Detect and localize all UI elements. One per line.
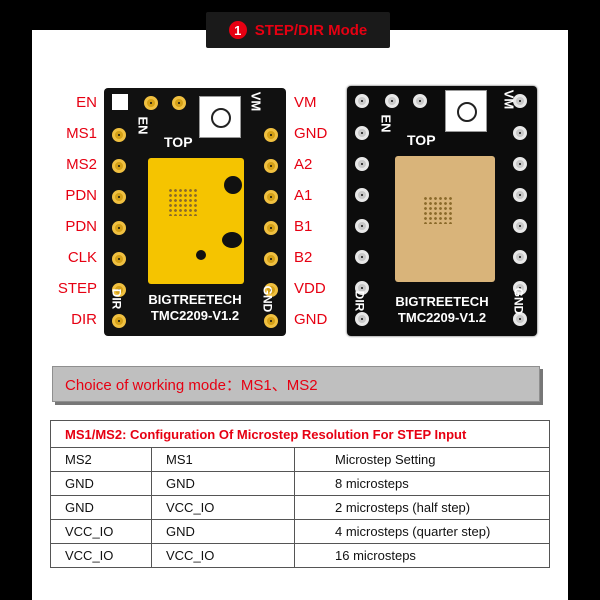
pad-icon — [112, 252, 126, 266]
driver-board-diagram: EN VM TOP DIR GND BIGTREETECH TMC2209-V1… — [104, 88, 286, 336]
pin-label-left: STEP — [57, 280, 97, 297]
potentiometer-icon — [199, 96, 241, 138]
brand-silkscreen: BIGTREETECH — [148, 292, 242, 307]
table-cell: GND — [50, 471, 152, 496]
vm-silkscreen: VM — [248, 91, 264, 112]
pad-icon — [264, 221, 278, 235]
table-caption: MS1/MS2: Configuration Of Microstep Reso… — [50, 420, 550, 448]
driver-board-photo: EN VM TOP DIR GND BIGTREETECH TMC2209-V1… — [347, 86, 537, 336]
pad-icon — [355, 312, 369, 326]
pad-icon — [355, 219, 369, 233]
pin-label-right: VM — [294, 94, 317, 111]
pin-label-left: DIR — [71, 311, 97, 328]
pin-label-right: VDD — [294, 280, 326, 297]
microstep-table: MS1/MS2: Configuration Of Microstep Reso… — [50, 420, 550, 568]
pad-icon — [264, 283, 278, 297]
pad-icon — [513, 94, 527, 108]
en-silkscreen: EN — [135, 116, 151, 135]
pin-label-left: PDN — [65, 187, 97, 204]
pin-label-right: GND — [294, 125, 328, 142]
pin-label-right: A1 — [294, 187, 313, 204]
pad-icon — [172, 96, 186, 110]
column-header: MS2 — [50, 447, 152, 472]
table-cell: GND — [151, 471, 295, 496]
potentiometer-icon — [445, 90, 487, 132]
driver-chip — [395, 156, 495, 282]
table-cell: 16 microsteps — [294, 543, 550, 568]
table-cell: VCC_IO — [50, 519, 152, 544]
table-cell: VCC_IO — [151, 495, 295, 520]
table-cell: GND — [50, 495, 152, 520]
pin-label-right: A2 — [294, 156, 313, 173]
en-silkscreen: EN — [378, 114, 394, 133]
driver-chip — [148, 158, 244, 284]
pad-icon — [112, 314, 126, 328]
pad-icon — [513, 312, 527, 326]
table-row: VCC_IO GND 4 microsteps (quarter step) — [50, 519, 550, 544]
top-silkscreen: TOP — [164, 134, 193, 150]
table-cell: 4 microsteps (quarter step) — [294, 519, 550, 544]
pin-label-right: GND — [294, 311, 328, 328]
pad-icon — [513, 281, 527, 295]
pad-icon — [355, 157, 369, 171]
pad-icon — [385, 94, 399, 108]
table-row: GND GND 8 microsteps — [50, 471, 550, 496]
via-grid — [423, 196, 453, 224]
column-header: Microstep Setting — [294, 447, 550, 472]
pin-label-left: PDN — [65, 218, 97, 235]
pad-icon — [355, 126, 369, 140]
model-silkscreen: TMC2209-V1.2 — [397, 310, 487, 325]
pad-icon — [355, 281, 369, 295]
pad-icon — [264, 314, 278, 328]
pad-icon — [112, 159, 126, 173]
section-title: 1 STEP/DIR Mode — [206, 12, 390, 48]
pin-label-right: B1 — [294, 218, 313, 235]
working-mode-banner: Choice of working mode：MS1、MS2 — [52, 366, 540, 402]
table-header-row: MS2 MS1 Microstep Setting — [50, 447, 550, 472]
table-cell: VCC_IO — [50, 543, 152, 568]
pad-icon — [513, 157, 527, 171]
pin-label-left: MS1 — [66, 125, 97, 142]
pad-icon — [513, 219, 527, 233]
square-pad-icon — [112, 94, 128, 110]
pad-icon — [355, 94, 369, 108]
table-row: GND VCC_IO 2 microsteps (half step) — [50, 495, 550, 520]
table-cell: 2 microsteps (half step) — [294, 495, 550, 520]
pad-icon — [513, 188, 527, 202]
pad-icon — [513, 126, 527, 140]
pin-label-right: B2 — [294, 249, 313, 266]
pad-icon — [112, 283, 126, 297]
pad-icon — [264, 159, 278, 173]
pad-icon — [144, 96, 158, 110]
pad-icon — [264, 252, 278, 266]
pad-icon — [112, 221, 126, 235]
pin-label-left: EN — [76, 94, 97, 111]
pin-label-left: MS2 — [66, 156, 97, 173]
column-header: MS1 — [151, 447, 295, 472]
pad-icon — [513, 250, 527, 264]
model-silkscreen: TMC2209-V1.2 — [150, 308, 240, 323]
table-cell: 8 microsteps — [294, 471, 550, 496]
pin-label-left: CLK — [67, 249, 97, 266]
top-silkscreen: TOP — [407, 132, 436, 148]
pad-icon — [355, 250, 369, 264]
pad-icon — [264, 128, 278, 142]
table-row: VCC_IO VCC_IO 16 microsteps — [50, 543, 550, 568]
pad-icon — [264, 190, 278, 204]
vm-silkscreen: VM — [501, 89, 517, 110]
via-grid — [168, 188, 198, 216]
section-number-badge: 1 — [228, 21, 247, 39]
working-mode-text: Choice of working mode：MS1、MS2 — [65, 376, 318, 394]
brand-silkscreen: BIGTREETECH — [395, 294, 489, 309]
pad-icon — [413, 94, 427, 108]
table-cell: VCC_IO — [151, 543, 295, 568]
table-cell: GND — [151, 519, 295, 544]
pad-icon — [112, 128, 126, 142]
section-title-text: STEP/DIR Mode — [254, 21, 368, 39]
pad-icon — [112, 190, 126, 204]
pad-icon — [355, 188, 369, 202]
